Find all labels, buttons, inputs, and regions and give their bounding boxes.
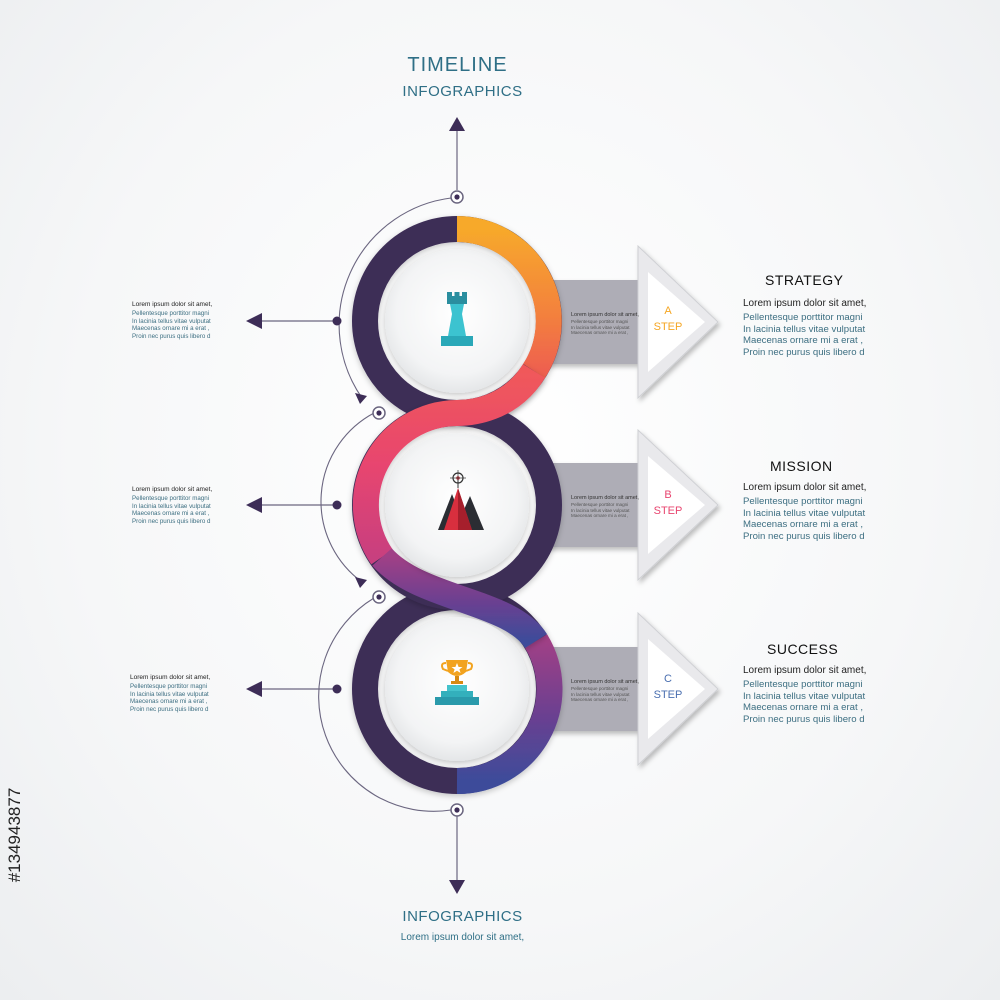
header-subtitle: INFOGRAPHICS [402,83,523,100]
step-arrow-a [540,244,719,400]
footer-title: INFOGRAPHICS [402,908,523,925]
footer-description: Lorem ipsum dolor sit amet, [400,932,525,943]
guide-arc-1 [338,197,452,399]
guide-arc-2 [320,412,375,583]
bottom-arrowhead-icon [449,880,465,894]
step-a-arrow-text: Lorem ipsum dolor sit amet, Pellentesque… [571,312,639,335]
step-b-arrow-text: Lorem ipsum dolor sit amet, Pellentesque… [571,495,639,518]
step-c-title: SUCCESS [767,641,839,657]
step-b-label: B STEP [653,489,683,517]
stock-id-watermark: #134943877 [5,787,24,883]
ring-b [352,363,562,649]
mountain-target-icon [438,470,484,530]
step-a-description: Lorem ipsum dolor sit amet, Pellentesque… [743,298,867,358]
left-connector-a [246,313,342,329]
left-connector-b [246,497,342,513]
trophy-podium-icon [435,660,479,705]
step-b-description: Lorem ipsum dolor sit amet, Pellentesque… [743,482,867,542]
step-c-label: C STEP [653,673,683,701]
left-note-b: Lorem ipsum dolor sit amet, Pellentesque… [132,486,213,525]
left-connector-c [246,681,342,697]
step-c-arrow-text: Lorem ipsum dolor sit amet, Pellentesque… [571,679,639,702]
header-title: TIMELINE [407,54,508,76]
step-c-description: Lorem ipsum dolor sit amet, Pellentesque… [743,665,867,725]
top-arrowhead-icon [449,117,465,131]
rook-chess-icon [441,292,473,346]
step-b-title: MISSION [770,458,833,474]
guide-arc-3 [318,597,452,812]
step-a-title: STRATEGY [765,272,844,288]
left-note-c: Lorem ipsum dolor sit amet, Pellentesque… [130,674,211,713]
step-a-label: A STEP [653,305,683,333]
left-note-a: Lorem ipsum dolor sit amet, Pellentesque… [132,301,213,340]
